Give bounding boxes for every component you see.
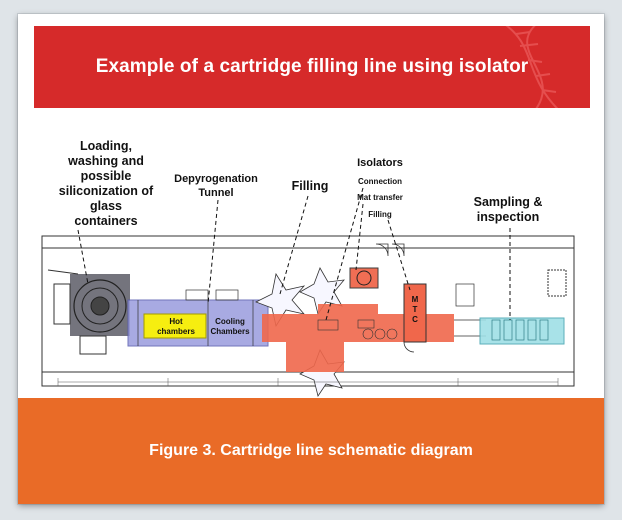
hot-chambers-box	[143, 313, 207, 339]
filling-label: Filling	[292, 179, 329, 193]
loading-label-4: siliconization of	[59, 184, 154, 198]
tunnel-label-1: Depyrogenation	[174, 173, 258, 185]
mtc-label-m: M	[412, 295, 419, 304]
isolator-item-filling: Filling	[368, 210, 392, 219]
figure-caption: Figure 3. Cartridge line schematic diagr…	[149, 442, 473, 459]
loading-label-6: containers	[74, 214, 137, 228]
line-schematic: Hot chambers Cooling Chambers M T	[41, 139, 575, 397]
sampling-label-2: inspection	[477, 210, 540, 224]
schematic-frame	[41, 235, 575, 387]
isolator-item-connection: Connection	[358, 177, 402, 186]
dna-helix-icon	[505, 26, 559, 108]
tunnel-label-2: Tunnel	[198, 187, 233, 199]
mtc-label-c: C	[412, 315, 418, 324]
isolator-item-mat-transfer: Mat transfer	[357, 193, 403, 202]
figure-card: Example of a cartridge filling line usin…	[18, 14, 604, 504]
isolators-title: Isolators	[357, 157, 403, 169]
loading-label-3: possible	[81, 169, 132, 183]
loading-label-1: Loading,	[80, 139, 132, 153]
sampling-label-1: Sampling &	[474, 195, 543, 209]
banner-title: Example of a cartridge filling line usin…	[95, 56, 529, 77]
washer-area	[47, 269, 130, 355]
leader-lines	[77, 187, 511, 321]
title-banner: Example of a cartridge filling line usin…	[34, 26, 590, 108]
isolator-zone	[262, 267, 454, 372]
mtc-label-t: T	[413, 305, 418, 314]
loading-label-2: washing and	[67, 154, 144, 168]
loading-label-5: glass	[90, 199, 122, 213]
hot-label-2: chambers	[157, 327, 195, 336]
cooling-label-2: Chambers	[210, 327, 250, 336]
caption-bar: Figure 3. Cartridge line schematic diagr…	[18, 398, 604, 504]
cooling-label-1: Cooling	[215, 317, 245, 326]
hot-label-1: Hot	[169, 317, 183, 326]
